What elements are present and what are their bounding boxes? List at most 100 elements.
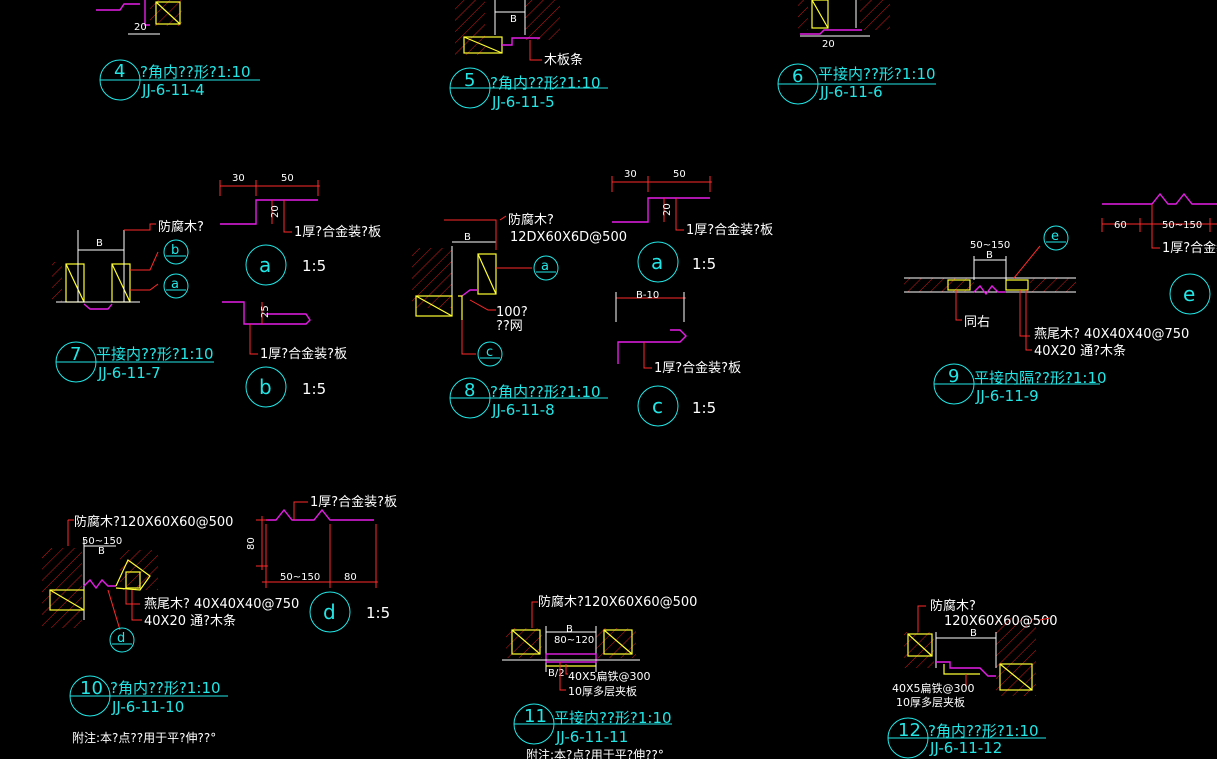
marker-a-8[interactable]: a bbox=[533, 255, 559, 281]
marker-a-8-text: a bbox=[541, 259, 549, 274]
detail-12-number: 12 bbox=[898, 720, 921, 741]
subdetail-a2-scale: 1:5 bbox=[692, 255, 716, 273]
detail-4-title: ?角内??形?1:10 bbox=[140, 63, 251, 81]
dim-50-150-10: 50~150 bbox=[82, 536, 122, 547]
label-anticorrosive-12b: 120X60X60@500 bbox=[944, 614, 1058, 629]
marker-b-7-text: b bbox=[171, 243, 179, 258]
marker-d-10[interactable]: d bbox=[109, 627, 135, 653]
label-anticorrosive-spec-8: 12DX60X6D@500 bbox=[510, 230, 627, 245]
label-mesh-a: 100? bbox=[496, 305, 528, 320]
detail-4-code: JJ-6-11-4 bbox=[141, 81, 205, 99]
subdetail-d3-marker[interactable]: d 1:5 bbox=[309, 591, 390, 633]
dim-80-v: 80 bbox=[246, 537, 257, 550]
label-mesh-b: ??网 bbox=[496, 319, 523, 334]
label-dovetail-b-9: 40X20 通?木条 bbox=[1034, 343, 1126, 359]
detail-4-drawing: 20 bbox=[96, 0, 182, 35]
title-block-9[interactable]: 9 平接内隔??形?1:10 JJ-6-11-9 bbox=[933, 363, 1107, 405]
dim-20-4: 20 bbox=[134, 22, 147, 33]
subdetail-c2-marker[interactable]: c 1:5 bbox=[637, 385, 716, 427]
dim-80-120: 80~120 bbox=[554, 635, 594, 646]
detail-6-title: 平接内??形?1:10 bbox=[818, 65, 936, 83]
label-dovetail-9: 燕尾木? 40X40X40@750 bbox=[1034, 327, 1189, 342]
detail-10-title: ?角内??形?1:10 bbox=[110, 679, 221, 697]
dim-50-a2: 50 bbox=[673, 169, 686, 180]
dim-b-div-2: B/2 bbox=[548, 668, 565, 679]
detail-7-code: JJ-6-11-7 bbox=[97, 364, 161, 382]
dim-50-a1: 50 bbox=[281, 173, 294, 184]
label-plywood-11: 10厚多层夹板 bbox=[568, 684, 637, 698]
subdetail-a1-marker[interactable]: a 1:5 bbox=[245, 244, 326, 286]
detail-10-drawing: 50~150 B 防腐木?120X60X60@500 燕尾木? 40X40X40… bbox=[42, 514, 299, 631]
detail-8-number: 8 bbox=[464, 380, 475, 401]
marker-a-7[interactable]: a bbox=[163, 273, 189, 299]
subdetail-e3-letter: e bbox=[1183, 282, 1195, 306]
detail-9-title: 平接内隔??形?1:10 bbox=[974, 369, 1107, 387]
subdetail-e3-marker[interactable]: e bbox=[1169, 273, 1211, 315]
dim-b-9: B bbox=[986, 250, 993, 261]
marker-d-10-text: d bbox=[117, 631, 125, 646]
label-flat-iron-12: 40X5扁铁@300 bbox=[892, 682, 975, 695]
detail-5-number: 5 bbox=[464, 70, 475, 91]
label-alloy-plate-e: 1厚?合金装?板 bbox=[1162, 240, 1217, 256]
detail-11-code: JJ-6-11-11 bbox=[555, 728, 628, 746]
marker-c-8[interactable]: c bbox=[477, 341, 503, 367]
title-block-10[interactable]: 10 ?角内??形?1:10 JJ-6-11-10 附注:本?点??用于平?伸?… bbox=[69, 675, 228, 745]
title-block-5[interactable]: 5 ?角内??形?1:10 JJ-6-11-5 bbox=[449, 67, 608, 111]
detail-12-title: ?角内??形?1:10 bbox=[928, 722, 1039, 740]
detail-10-number: 10 bbox=[80, 678, 103, 699]
label-dovetail-10: 燕尾木? 40X40X40@750 bbox=[144, 597, 299, 612]
marker-a-7-text: a bbox=[171, 277, 179, 292]
subdetail-a2-letter: a bbox=[651, 250, 663, 274]
subdetail-a1-scale: 1:5 bbox=[302, 257, 326, 275]
marker-c-8-text: c bbox=[486, 345, 493, 360]
subdetail-d3-scale: 1:5 bbox=[366, 604, 390, 622]
detail-8-code: JJ-6-11-8 bbox=[491, 401, 555, 419]
title-block-12[interactable]: 12 ?角内??形?1:10 JJ-6-11-12 bbox=[887, 717, 1046, 759]
note-11: 附注:本?点?用于平?伸??° bbox=[526, 747, 664, 759]
dim-30-a2: 30 bbox=[624, 169, 637, 180]
dim-b-minus-10: B-10 bbox=[636, 290, 659, 301]
detail-11-title: 平接内??形?1:10 bbox=[554, 709, 672, 727]
subdetail-b1-marker[interactable]: b 1:5 bbox=[245, 366, 326, 408]
title-block-11[interactable]: 11 平接内??形?1:10 JJ-6-11-11 附注:本?点?用于平?伸??… bbox=[513, 703, 672, 759]
dim-b-10: B bbox=[98, 546, 105, 557]
detail-11-number: 11 bbox=[524, 706, 547, 727]
title-block-6[interactable]: 6 平接内??形?1:10 JJ-6-11-6 bbox=[777, 63, 936, 105]
detail-11-drawing: B 80~120 B/2 防腐木?120X60X60@500 40X5扁铁@30… bbox=[502, 594, 697, 698]
marker-e-9[interactable]: e bbox=[1043, 225, 1069, 251]
detail-9-code: JJ-6-11-9 bbox=[975, 387, 1039, 405]
dim-50-150-9: 50~150 bbox=[970, 240, 1010, 251]
dim-50-150-d: 50~150 bbox=[280, 572, 320, 583]
label-alloy-plate-c2: 1厚?合金装?板 bbox=[654, 360, 741, 376]
dim-b-8: B bbox=[464, 232, 471, 243]
dim-80-d: 80 bbox=[344, 572, 357, 583]
label-anticorrosive-10: 防腐木?120X60X60@500 bbox=[74, 514, 233, 530]
detail-6-drawing: 20 bbox=[798, 0, 890, 50]
detail-6-number: 6 bbox=[792, 66, 803, 87]
title-block-7[interactable]: 7 平接内??形?1:10 JJ-6-11-7 bbox=[55, 341, 214, 383]
detail-5-code: JJ-6-11-5 bbox=[491, 93, 555, 111]
subdetail-b1-scale: 1:5 bbox=[302, 380, 326, 398]
subdetail-b1-letter: b bbox=[259, 375, 272, 399]
detail-7-drawing: B 防腐木? bbox=[52, 219, 204, 310]
detail-7-title: 平接内??形?1:10 bbox=[96, 345, 214, 363]
dim-20-a2: 20 bbox=[662, 203, 673, 216]
dim-30-a1: 30 bbox=[232, 173, 245, 184]
detail-9-drawing: 50~150 B 同右 燕尾木? 40X40X40@750 40X20 通?木条… bbox=[904, 192, 1217, 359]
label-alloy-plate-b1: 1厚?合金装?板 bbox=[260, 346, 347, 362]
detail-6-code: JJ-6-11-6 bbox=[819, 83, 883, 101]
subdetail-a2-marker[interactable]: a 1:5 bbox=[637, 241, 716, 283]
detail-5-title: ?角内??形?1:10 bbox=[490, 74, 601, 92]
marker-b-7[interactable]: b bbox=[163, 239, 189, 265]
subdetail-c2-scale: 1:5 bbox=[692, 399, 716, 417]
title-block-4[interactable]: 4 ?角内??形?1:10 JJ-6-11-4 bbox=[99, 59, 260, 101]
dim-b-5: B bbox=[510, 14, 517, 25]
label-anticorrosive-8: 防腐木? bbox=[508, 212, 554, 228]
label-flat-iron-11: 40X5扁铁@300 bbox=[568, 670, 651, 683]
note-10: 附注:本?点??用于平?伸??° bbox=[72, 730, 216, 745]
label-anticorrosive-7: 防腐木? bbox=[158, 219, 204, 235]
title-block-8[interactable]: 8 ?角内??形?1:10 JJ-6-11-8 bbox=[449, 377, 608, 419]
detail-12-code: JJ-6-11-12 bbox=[929, 739, 1002, 757]
subdetail-b1-drawing: 25 1厚?合金装?板 bbox=[222, 301, 347, 362]
